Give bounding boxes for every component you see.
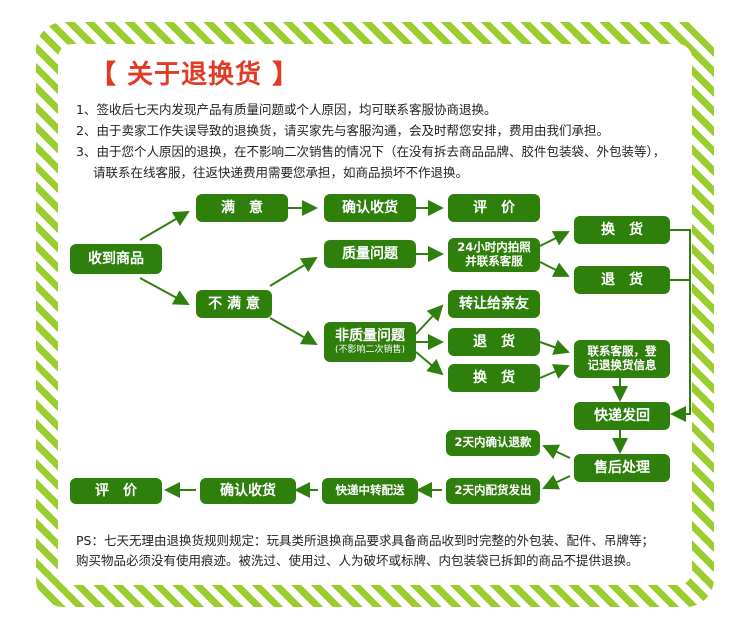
node-photo-line2: 并联系客服: [465, 254, 523, 268]
ps-note: PS：七天无理由退换货规则规定：玩具类所退换商品要求具备商品收到时完整的外包装、…: [76, 531, 696, 571]
arrow-unsatisfied-quality: [269, 256, 318, 287]
arrow-return-contact: [539, 339, 570, 355]
node-review: 评 价: [448, 194, 540, 222]
arrow-unsatisfied-nonquality: [269, 317, 318, 345]
arrow-right-bracket: [670, 229, 691, 422]
node-contact-line2: 记退换货信息: [587, 358, 657, 372]
node-refund: 2天内确认退款: [446, 430, 540, 456]
rule-item: 1、签收后七天内发现产品有质量问题或个人原因，均可联系客服协商退换。: [76, 102, 497, 117]
node-exchange-mid: 换 货: [448, 364, 540, 392]
node-contact-line1: 联系客服，登: [587, 344, 657, 359]
arrow-nonquality-transfer: [415, 304, 444, 335]
arrow-exchange-contact: [539, 364, 570, 379]
node-express-transfer: 快递中转配送: [322, 478, 418, 504]
node-receive: 收到商品: [70, 244, 162, 274]
node-express-back: 快递发回: [574, 402, 670, 430]
arrow-photo-exchange: [539, 231, 570, 247]
node-ship: 2天内配货发出: [446, 478, 540, 504]
node-quality-issue: 质量问题: [324, 240, 416, 268]
rule-item: 2、由于卖家工作失误导致的退换货，请买家先与客服沟通，会及时帮您安排，费用由我们…: [76, 123, 609, 138]
node-satisfied: 满 意: [196, 194, 288, 222]
arrow-nonquality-exchange: [415, 351, 444, 376]
ps-line: PS：七天无理由退换货规则规定：玩具类所退换商品要求具备商品收到时完整的外包装、…: [76, 533, 654, 548]
rule-item-continued: 请联系在线客服，往返快递费用需要您承担，如商品损坏不作退换。: [93, 165, 469, 180]
arrow-photo-return: [539, 261, 570, 277]
node-non-quality-sub: (不影响二次销售): [334, 345, 406, 355]
arrow-aftersale-refund: [542, 444, 571, 460]
node-transfer: 转让给亲友: [448, 290, 540, 318]
rules-list: 1、签收后七天内发现产品有质量问题或个人原因，均可联系客服协商退换。 2、由于卖…: [76, 99, 696, 183]
node-after-sale: 售后处理: [574, 454, 670, 482]
arrow-receive-satisfied: [139, 210, 190, 241]
node-non-quality: 非质量问题 (不影响二次销售): [324, 322, 416, 362]
node-return-mid: 退 货: [448, 328, 540, 356]
node-exchange-right: 换 货: [574, 216, 670, 244]
node-contact-register: 联系客服，登 记退换货信息: [574, 340, 670, 378]
node-non-quality-label: 非质量问题: [335, 328, 405, 345]
node-photo-contact: 24小时内拍照 并联系客服: [448, 238, 540, 272]
rule-item: 3、由于您个人原因的退换，在不影响二次销售的情况下（在没有拆去商品品牌、胶件包装…: [76, 144, 666, 159]
node-photo-line1: 24小时内拍照: [457, 240, 531, 255]
ps-line: 购买物品必须没有使用痕迹。被洗过、使用过、人为破坏或标牌、内包装袋已拆卸的商品不…: [76, 553, 639, 568]
arrow-receive-unsatisfied: [139, 277, 190, 305]
node-confirm-receipt: 确认收货: [324, 194, 416, 222]
node-return-right: 退 货: [574, 266, 670, 294]
node-unsatisfied: 不 满 意: [196, 290, 272, 318]
node-review-2: 评 价: [70, 478, 162, 504]
node-confirm-receipt-2: 确认收货: [200, 478, 296, 504]
arrow-aftersale-ship: [542, 474, 571, 490]
page-title: 【 关于退换货 】: [90, 60, 300, 90]
